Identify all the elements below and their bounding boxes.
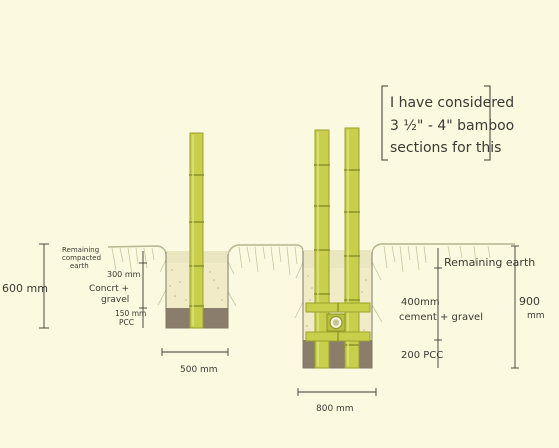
right-pit-outline (302, 251, 373, 369)
bamboo-cross-section (326, 313, 346, 332)
left-bamboo-pole (189, 132, 204, 329)
right-cement-label-1: 400mm (401, 297, 440, 308)
left-depth-300-label: 300 mm (107, 270, 141, 279)
note-line-1: I have considered (390, 95, 514, 111)
note-line-2: 3 ½" - 4" bamboo (390, 118, 514, 134)
bamboo-cross-bracing (305, 302, 371, 342)
left-cement-label-2: gravel (101, 295, 129, 305)
dimension-lines (39, 243, 519, 396)
left-remaining-label-1: Remaining (62, 246, 99, 254)
right-remaining-label: Remaining earth (444, 256, 535, 269)
left-gravel-dots (169, 269, 223, 301)
ground-surface (107, 243, 515, 255)
left-remaining-label-2: compacted (62, 254, 101, 262)
left-width-label: 500 mm (180, 365, 218, 375)
right-compacted-earth-layer (303, 250, 372, 268)
right-total-depth-label-1: 900 (519, 295, 540, 308)
left-cement-label-1: Concrt + (89, 284, 129, 294)
left-remaining-label-3: earth (70, 262, 89, 270)
right-pcc-label: 200 PCC (401, 350, 443, 361)
note-brackets (381, 85, 491, 161)
right-total-depth-label-2: mm (527, 311, 545, 321)
right-pcc-layer (303, 340, 372, 368)
left-pcc-label-2: PCC (119, 318, 134, 327)
ground-hatching (111, 245, 491, 323)
right-width-label: 800 mm (316, 404, 354, 414)
left-pcc-label-1: 150 mm (115, 309, 146, 318)
left-total-depth-label: 600 mm (2, 282, 48, 295)
right-cement-label-2: cement + gravel (399, 312, 483, 323)
note-line-3: sections for this (390, 140, 501, 156)
